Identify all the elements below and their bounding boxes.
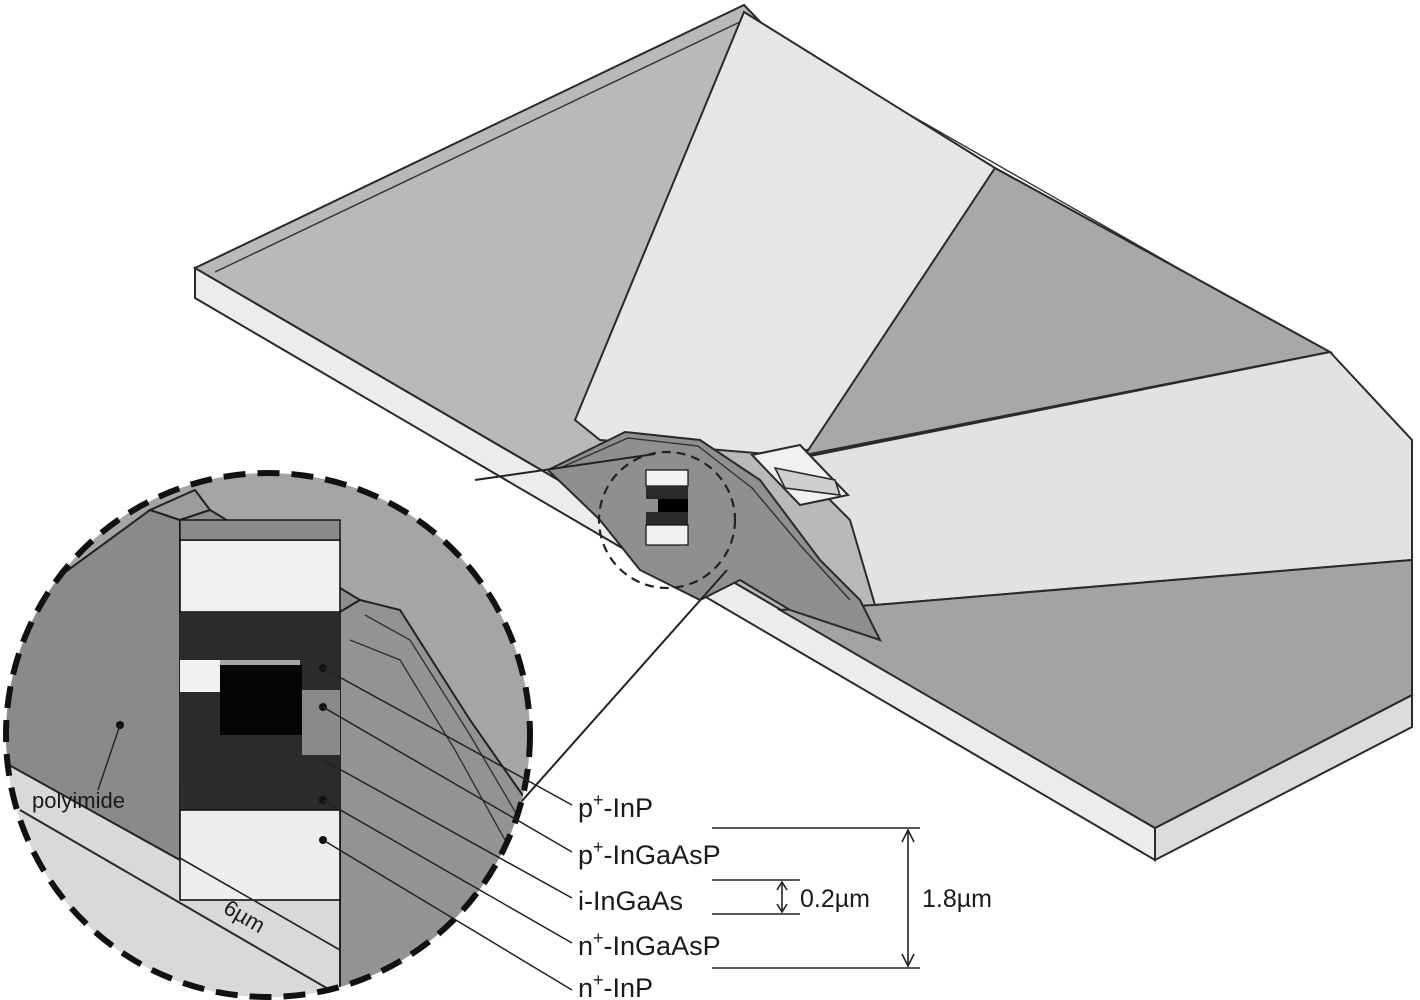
layer-label-p-ingaasp: p+-InGaAsP — [578, 837, 721, 870]
chip — [192, 3, 1414, 862]
zoom-line-lower — [504, 569, 728, 821]
zoom-line-upper — [474, 453, 656, 481]
thickness-dimensions — [712, 827, 920, 969]
active-thickness-label: 0.2µm — [800, 885, 870, 913]
magnified-circle-border — [3, 470, 533, 1000]
layer-label-i-ingaas: i-InGaAs — [578, 886, 683, 916]
polyimide-mesa — [546, 430, 882, 642]
zoom-source-circle — [597, 450, 737, 590]
layer-label-p-inp: p+-InP — [578, 790, 653, 823]
layer-label-n-ingaasp: n+-InGaAsP — [578, 928, 721, 961]
mesa-layers-small — [645, 469, 689, 546]
polyimide-label: polyimide — [32, 788, 125, 813]
layer-labels: p+-InP p+-InGaAsP i-InGaAs n+-InGaAsP n+… — [578, 790, 721, 1000]
leader-lines — [322, 667, 573, 991]
active-layer — [220, 665, 302, 735]
layer-label-n-inp: n+-InP — [578, 970, 653, 1000]
magnified-view: polyimide 6µm — [3, 470, 533, 1000]
total-thickness-label: 1.8µm — [922, 885, 992, 913]
